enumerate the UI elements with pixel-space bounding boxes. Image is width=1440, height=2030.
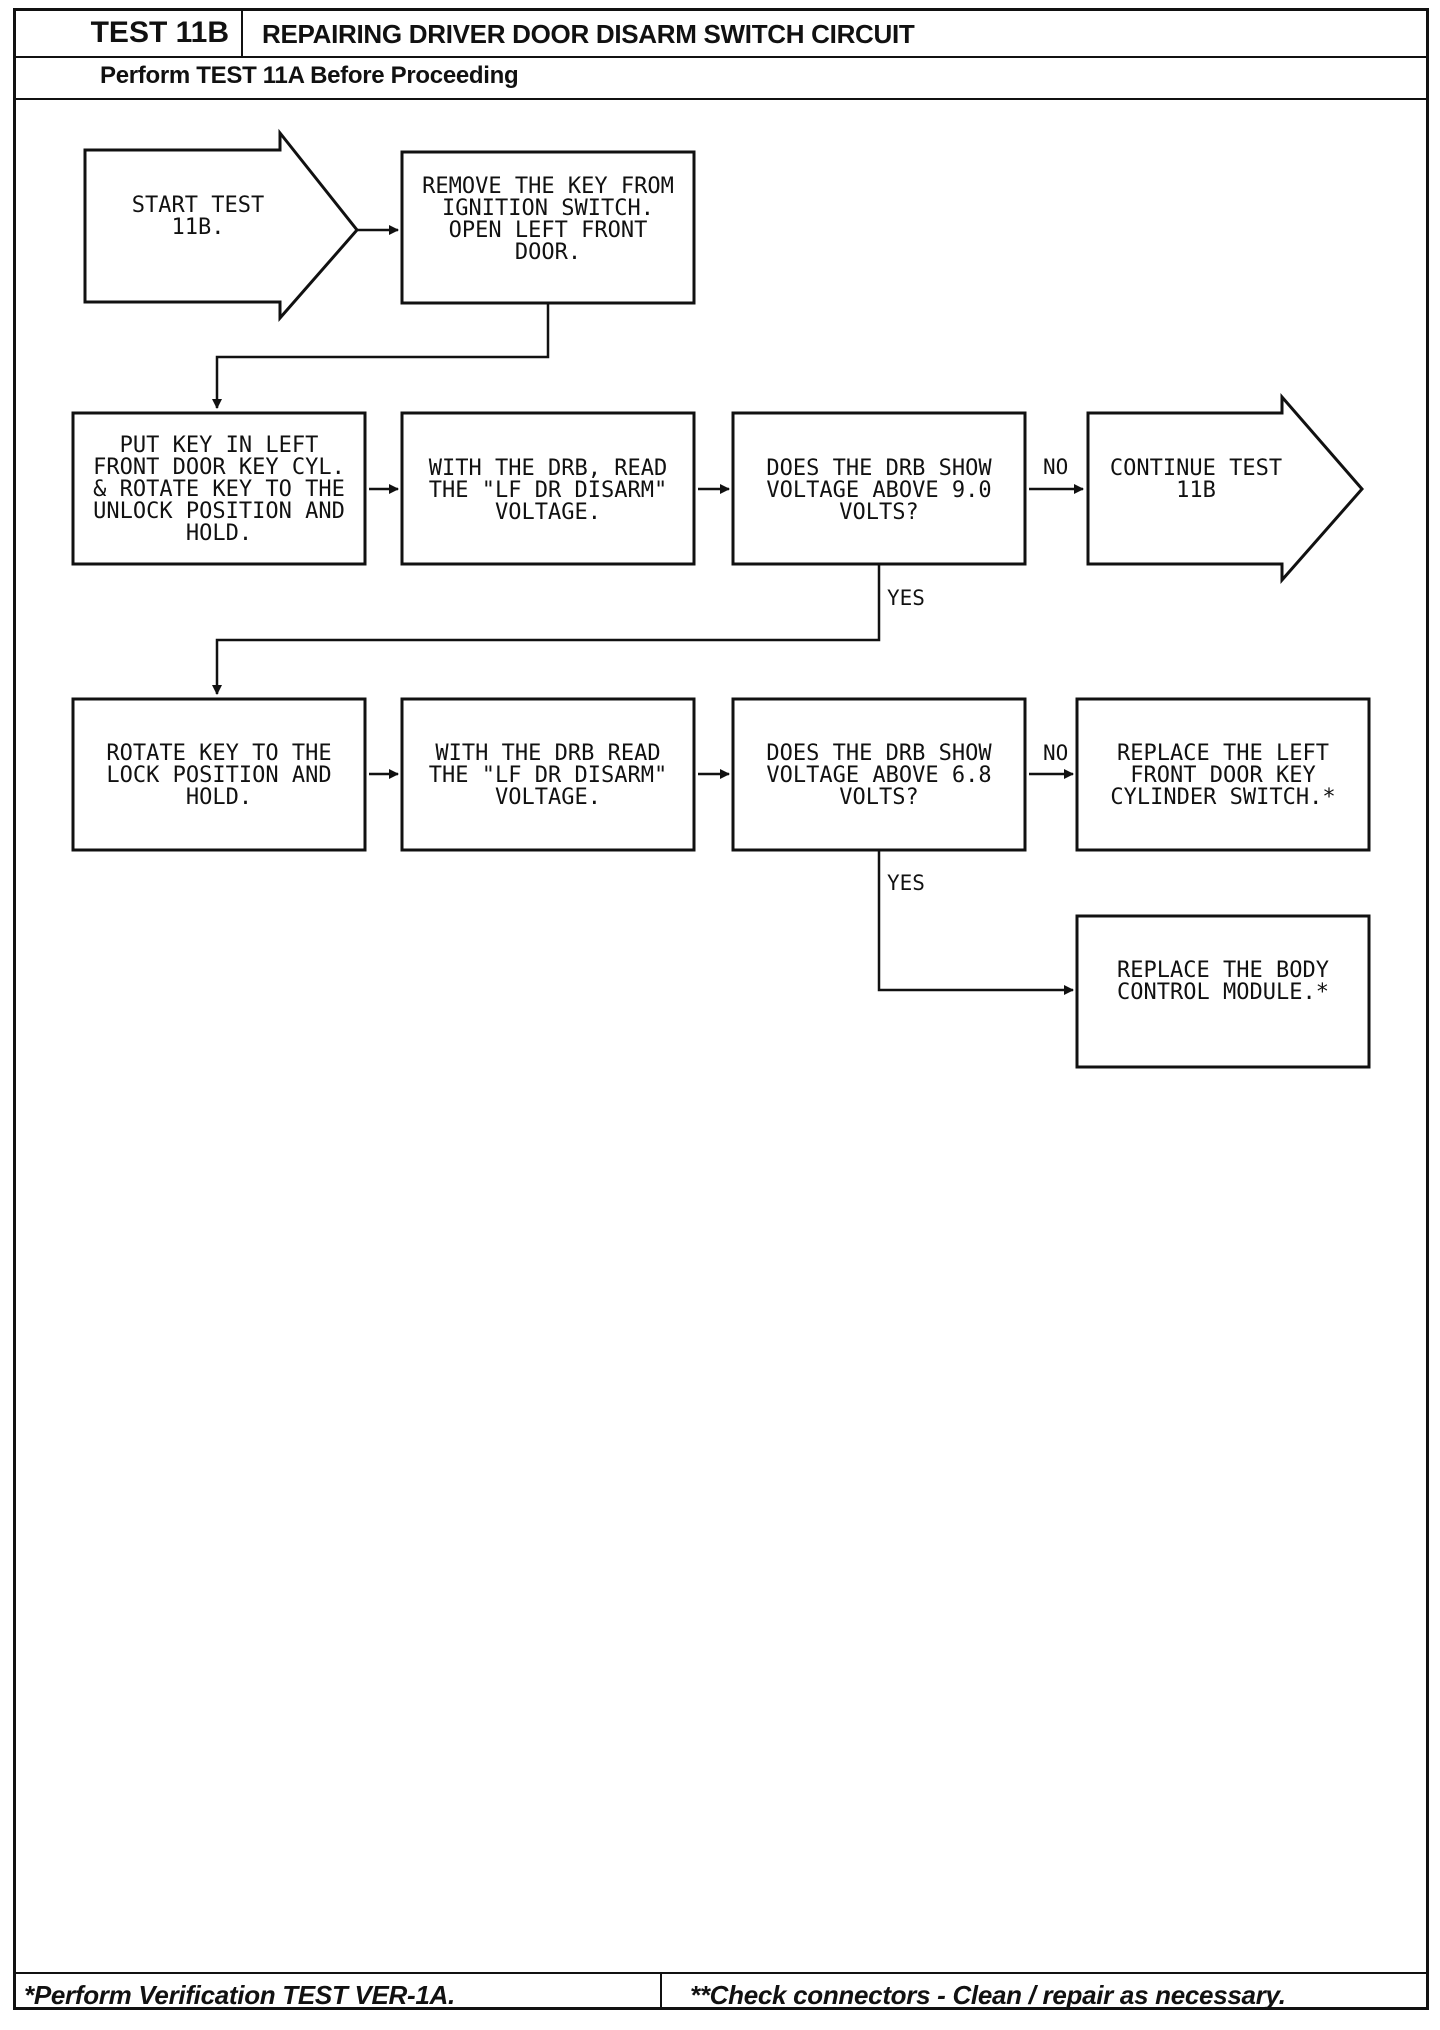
node-text-line: VOLTAGE ABOVE 6.8 bbox=[766, 763, 991, 788]
node-text-line: REMOVE THE KEY FROM bbox=[422, 174, 674, 199]
node-text-line: ROTATE KEY TO THE bbox=[106, 741, 331, 766]
footer-right-note: **Check connectors - Clean / repair as n… bbox=[690, 1980, 1286, 2010]
footer-row bbox=[13, 1972, 1429, 2010]
page-title: REPAIRING DRIVER DOOR DISARM SWITCH CIRC… bbox=[262, 19, 915, 49]
edge-label-no-1: NO bbox=[1043, 455, 1068, 479]
node-text-line: DOES THE DRB SHOW bbox=[766, 456, 992, 481]
node-text-line: FRONT DOOR KEY CYL. bbox=[93, 455, 345, 480]
node-text-line: UNLOCK POSITION AND bbox=[93, 499, 345, 524]
node-text-line: WITH THE DRB READ bbox=[435, 741, 660, 766]
connector-yes-2 bbox=[877, 850, 1074, 995]
node-text-line: CONTINUE TEST bbox=[1110, 456, 1282, 481]
node-text-line: VOLTS? bbox=[839, 500, 918, 525]
node-text-line: THE "LF DR DISARM" bbox=[429, 478, 667, 503]
node-text-line: 11B. bbox=[172, 215, 225, 240]
header-row bbox=[13, 8, 1429, 58]
node-text-line: VOLTS? bbox=[839, 785, 918, 810]
node-text-line: OPEN LEFT FRONT bbox=[449, 218, 648, 243]
node-text-line: WITH THE DRB, READ bbox=[429, 456, 667, 481]
edge-label-no-2: NO bbox=[1043, 741, 1068, 765]
node-text-line: START TEST bbox=[132, 193, 264, 218]
test-label: TEST 11B bbox=[13, 8, 243, 58]
node-text-line: REPLACE THE LEFT bbox=[1117, 741, 1329, 766]
node-text-line: REPLACE THE BODY bbox=[1117, 958, 1329, 983]
node-text-line: HOLD. bbox=[186, 785, 252, 810]
node-text-line: 11B bbox=[1176, 478, 1216, 503]
edge-label-yes-1: YES bbox=[887, 586, 925, 610]
node-text-line: DOES THE DRB SHOW bbox=[766, 741, 992, 766]
node-text-line: VOLTAGE. bbox=[495, 785, 601, 810]
node-text-line: PUT KEY IN LEFT bbox=[120, 433, 319, 458]
subtitle-row bbox=[13, 58, 1429, 100]
connector-remove-put bbox=[212, 303, 550, 409]
page-frame bbox=[13, 8, 1429, 2010]
node-text-line: FRONT DOOR KEY bbox=[1130, 763, 1315, 788]
edge-label-yes-2: YES bbox=[887, 871, 925, 895]
node-text-line: VOLTAGE. bbox=[495, 500, 601, 525]
node-text-line: THE "LF DR DISARM" bbox=[429, 763, 667, 788]
node-text-line: & ROTATE KEY TO THE bbox=[93, 477, 345, 502]
footer-divider bbox=[660, 1972, 662, 2010]
node-text-line: LOCK POSITION AND bbox=[106, 763, 331, 788]
node-text-line: CYLINDER SWITCH.* bbox=[1110, 785, 1335, 810]
node-text-line: HOLD. bbox=[186, 521, 252, 546]
node-text-line: CONTROL MODULE.* bbox=[1117, 980, 1329, 1005]
node-text-line: VOLTAGE ABOVE 9.0 bbox=[766, 478, 991, 503]
connector-yes-1 bbox=[212, 564, 881, 695]
node-text-line: IGNITION SWITCH. bbox=[442, 196, 654, 221]
footer-left-note: *Perform Verification TEST VER-1A. bbox=[24, 1980, 455, 2010]
page-subtitle: Perform TEST 11A Before Proceeding bbox=[100, 62, 519, 89]
node-text-line: DOOR. bbox=[515, 240, 581, 265]
